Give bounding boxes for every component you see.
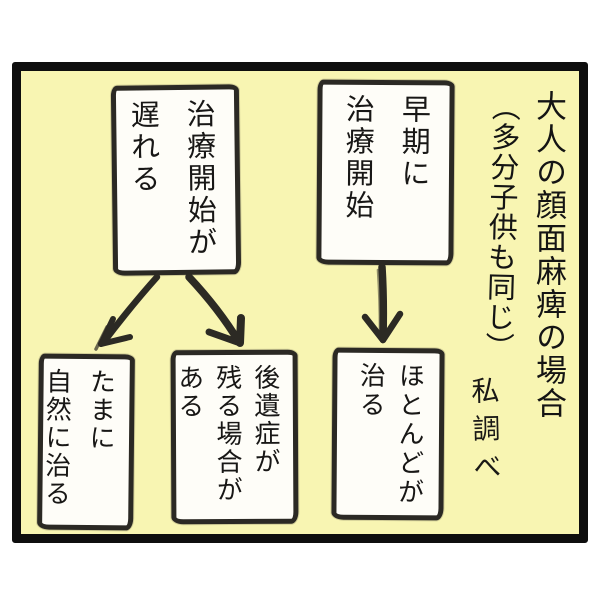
flow-box-aftereffects: 後遺症が 残る場合が ある [170, 349, 299, 525]
flow-box-heals-naturally-text: たまに 自然に治る [40, 367, 116, 508]
panel-title: 大人の顔面麻痺の場合 [530, 90, 566, 420]
flow-box-early-treatment-text: 早期に 治療開始 [340, 93, 432, 222]
research-note: 私調べ [467, 375, 503, 491]
flow-box-treatment-delayed: 治療開始が 遅れる [110, 84, 242, 276]
flow-box-aftereffects-text: 後遺症が 残る場合が ある [173, 363, 281, 505]
flow-box-heals-naturally: たまに 自然に治る [37, 353, 135, 531]
flow-box-mostly-heals: ほとんどが 治る [331, 347, 445, 521]
flow-box-mostly-heals-text: ほとんどが 治る [355, 361, 425, 508]
flow-box-treatment-delayed-text: 治療開始が 遅れる [126, 98, 218, 259]
panel-subtitle: （多分子供も同じ） [480, 91, 522, 363]
flow-box-early-treatment: 早期に 治療開始 [316, 79, 455, 266]
